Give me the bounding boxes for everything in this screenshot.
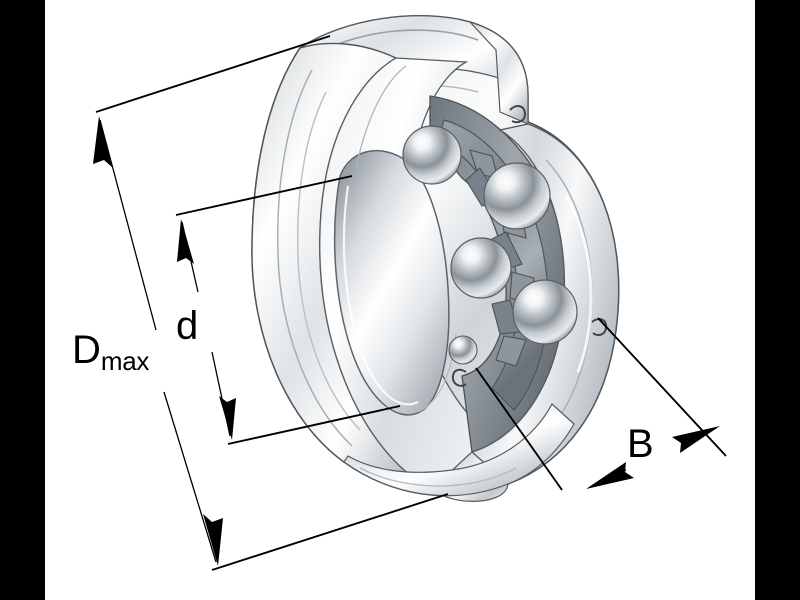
b-dimension-line — [586, 426, 720, 489]
dmax-subscript: max — [100, 346, 150, 376]
dimension-label-b: B — [627, 422, 654, 466]
ball — [448, 335, 478, 365]
ball — [402, 125, 462, 185]
dimension-label-dmax: Dmax — [72, 328, 149, 374]
dmax-dimension-line — [93, 116, 223, 566]
d-dimension-line — [177, 219, 236, 440]
dmax-extension-lines — [95, 35, 449, 571]
b-extension-lines — [475, 317, 727, 491]
ball — [483, 162, 551, 230]
dimension-label-d: d — [176, 304, 199, 348]
inner-ring — [319, 57, 501, 491]
letterbox-bar-left — [0, 0, 45, 600]
ball — [450, 237, 512, 299]
d-extension-lines — [175, 175, 401, 445]
letterbox-bar-right — [755, 0, 800, 600]
steel-balls — [402, 125, 578, 365]
dmax-symbol: D — [72, 328, 101, 372]
ball — [512, 279, 578, 345]
